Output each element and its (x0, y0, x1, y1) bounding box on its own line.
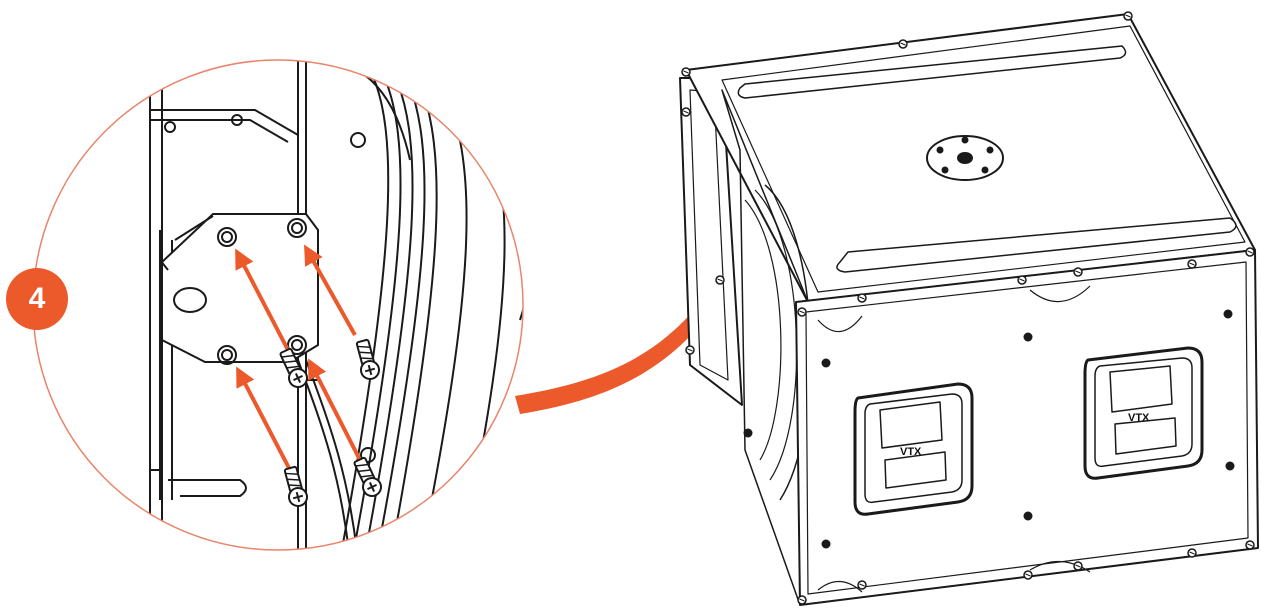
handle-left: VTX (853, 382, 974, 516)
arrow-top-left (235, 248, 290, 351)
subwoofer-cabinet: VTX VTX (679, 13, 1259, 606)
insertion-arrows (235, 244, 362, 471)
step-number-badge: 4 (6, 268, 68, 330)
arrow-bottom-left (236, 366, 292, 471)
arrow-bottom-right (308, 358, 362, 461)
handle-logo: VTX (900, 446, 922, 458)
detail-zoom-circle (32, 59, 524, 551)
handle-logo: VTX (1128, 412, 1150, 424)
arrow-top-right (304, 244, 357, 336)
handle-right: VTX (1083, 346, 1204, 480)
phillips-screw-icon (276, 337, 385, 510)
callout-connector (515, 280, 722, 414)
